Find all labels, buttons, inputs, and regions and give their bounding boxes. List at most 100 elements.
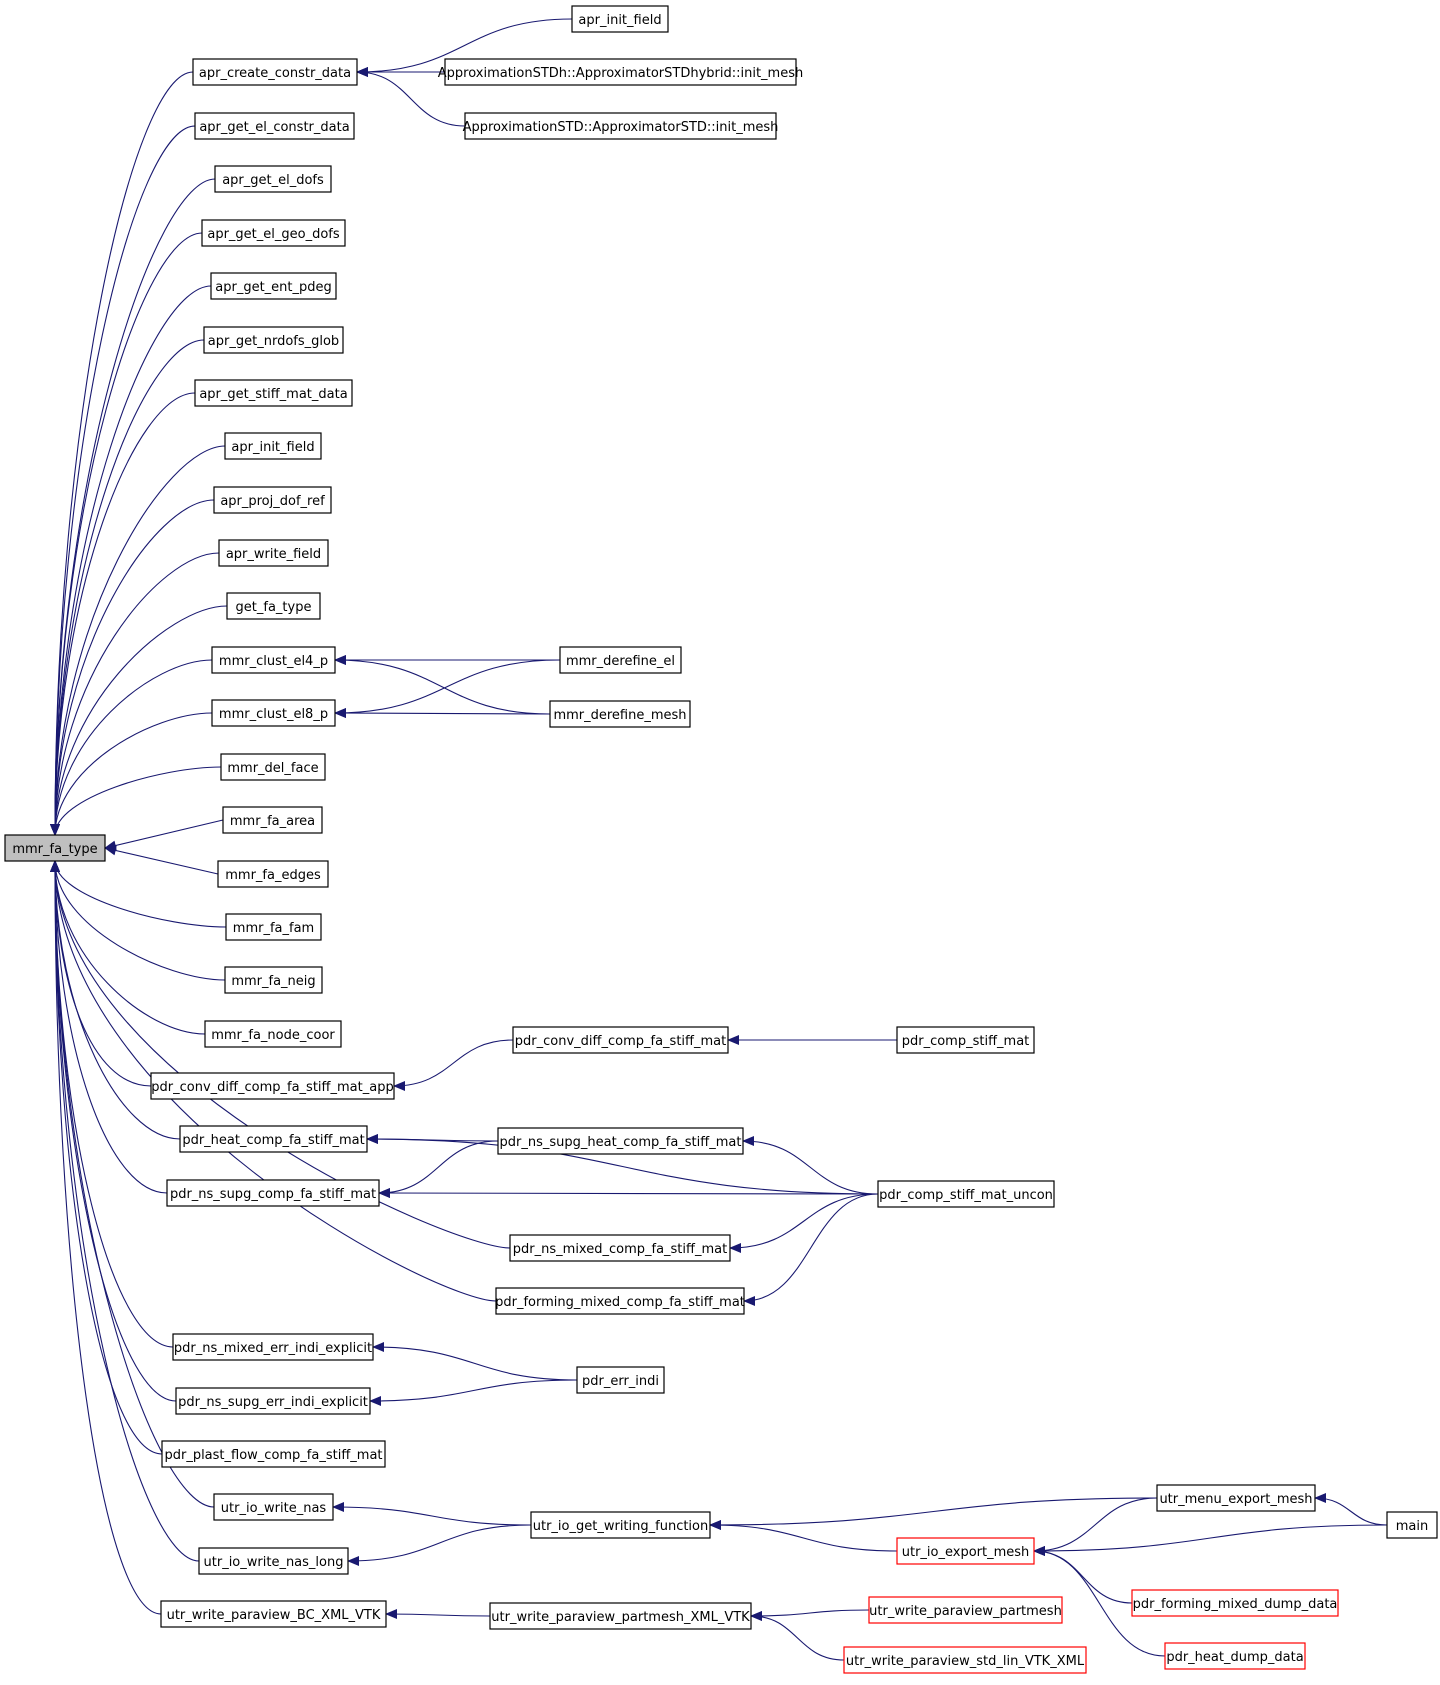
node-label: pdr_conv_diff_comp_fa_stiff_mat_app bbox=[151, 1080, 393, 1095]
node-mmr-fa-area[interactable]: mmr_fa_area bbox=[222, 806, 323, 834]
node-pdr-conv-diff-comp-fa-stiff-mat-app[interactable]: pdr_conv_diff_comp_fa_stiff_mat_app bbox=[150, 1072, 395, 1100]
node-pdr-conv-diff-comp-fa-stiff-mat[interactable]: pdr_conv_diff_comp_fa_stiff_mat bbox=[512, 1026, 729, 1054]
node-label: mmr_fa_type bbox=[12, 842, 97, 857]
node-box bbox=[896, 1026, 1035, 1054]
node-apr-init-field[interactable]: apr_init_field bbox=[224, 432, 322, 460]
node-utr-write-paraview-partmesh[interactable]: utr_write_paraview_partmesh bbox=[868, 1596, 1063, 1624]
edge-pdr-err-indi-to-pdr-ns-supg-err-indi-explicit bbox=[369, 1379, 578, 1406]
node-utr-io-export-mesh[interactable]: utr_io_export_mesh bbox=[896, 1537, 1035, 1565]
node-box bbox=[217, 860, 329, 888]
edge-utr-io-write-nas-long-to-mmr-fa-type bbox=[50, 860, 200, 1562]
node-box bbox=[1164, 1642, 1306, 1670]
node-approxstdh-init-mesh[interactable]: ApproximationSTDh::ApproximatorSTDhybrid… bbox=[438, 58, 803, 86]
node-apr-get-el-geo-dofs[interactable]: apr_get_el_geo_dofs bbox=[201, 219, 346, 247]
node-label: apr_get_ent_pdeg bbox=[215, 280, 332, 295]
edge-utr-io-get-writing-function-to-utr-io-write-nas bbox=[332, 1502, 532, 1526]
edge-mmr-fa-edges-to-mmr-fa-type bbox=[104, 845, 219, 875]
node-utr-write-paraview-std-lin-vtk-xml[interactable]: utr_write_paraview_std_lin_VTK_XML bbox=[843, 1646, 1087, 1674]
node-box bbox=[512, 1026, 729, 1054]
node-box bbox=[198, 1547, 349, 1575]
node-mmr-fa-fam[interactable]: mmr_fa_fam bbox=[225, 913, 322, 941]
node-pdr-heat-dump-data[interactable]: pdr_heat_dump_data bbox=[1164, 1642, 1306, 1670]
edge-mmr-fa-fam-to-mmr-fa-type bbox=[50, 860, 227, 928]
edge-utr-write-paraview-partmesh-xml-vtk-to-utr-write-paraview-bc-xml-vtk bbox=[385, 1609, 491, 1620]
node-label: pdr_err_indi bbox=[582, 1374, 659, 1389]
node-apr-get-stiff-mat-data[interactable]: apr_get_stiff_mat_data bbox=[194, 379, 353, 407]
node-box bbox=[214, 165, 332, 193]
node-pdr-ns-mixed-err-indi-explicit[interactable]: pdr_ns_mixed_err_indi_explicit bbox=[172, 1333, 374, 1361]
edge-utr-io-export-mesh-to-utr-io-get-writing-function bbox=[709, 1520, 898, 1552]
node-utr-io-write-nas[interactable]: utr_io_write_nas bbox=[213, 1493, 334, 1521]
node-utr-menu-export-mesh[interactable]: utr_menu_export_mesh bbox=[1156, 1484, 1316, 1512]
edge-mmr-derefine-mesh-to-mmr-clust-el4-p bbox=[334, 655, 551, 715]
node-mmr-fa-node-coor[interactable]: mmr_fa_node_coor bbox=[204, 1020, 342, 1048]
node-utr-io-get-writing-function[interactable]: utr_io_get_writing_function bbox=[530, 1511, 711, 1539]
node-utr-write-paraview-partmesh-xml-vtk[interactable]: utr_write_paraview_partmesh_XML_VTK bbox=[489, 1602, 752, 1630]
edge-pdr-comp-stiff-mat-uncon-to-pdr-heat-comp-fa-stiff-mat bbox=[366, 1134, 879, 1195]
node-apr-write-field[interactable]: apr_write_field bbox=[218, 539, 329, 567]
node-apr-get-el-constr-data[interactable]: apr_get_el_constr_data bbox=[194, 112, 355, 140]
node-box bbox=[1131, 1589, 1339, 1617]
node-box bbox=[489, 1602, 752, 1630]
node-box bbox=[179, 1125, 368, 1153]
edge-pdr-plast-flow-comp-fa-stiff-mat-to-mmr-fa-type bbox=[50, 860, 163, 1455]
node-utr-io-write-nas-long[interactable]: utr_io_write_nas_long bbox=[198, 1547, 349, 1575]
node-mmr-fa-neig[interactable]: mmr_fa_neig bbox=[224, 966, 323, 994]
edge-apr-get-el-dofs-to-mmr-fa-type bbox=[50, 178, 216, 836]
node-pdr-ns-supg-comp-fa-stiff-mat[interactable]: pdr_ns_supg_comp_fa_stiff_mat bbox=[166, 1179, 380, 1207]
node-pdr-heat-comp-fa-stiff-mat[interactable]: pdr_heat_comp_fa_stiff_mat bbox=[179, 1125, 368, 1153]
node-pdr-forming-mixed-comp-fa-stiff-mat[interactable]: pdr_forming_mixed_comp_fa_stiff_mat bbox=[495, 1287, 745, 1315]
node-box bbox=[211, 699, 336, 727]
edge-pdr-comp-stiff-mat-uncon-to-pdr-ns-mixed-comp-fa-stiff-mat bbox=[729, 1193, 879, 1253]
edge-utr-io-write-nas-to-mmr-fa-type bbox=[50, 860, 215, 1508]
node-label: pdr_ns_supg_comp_fa_stiff_mat bbox=[170, 1187, 376, 1202]
node-utr-write-paraview-bc-xml-vtk[interactable]: utr_write_paraview_BC_XML_VTK bbox=[160, 1600, 387, 1628]
node-pdr-ns-mixed-comp-fa-stiff-mat[interactable]: pdr_ns_mixed_comp_fa_stiff_mat bbox=[509, 1234, 731, 1262]
node-label: utr_write_paraview_std_lin_VTK_XML bbox=[846, 1654, 1085, 1669]
node-mmr-clust-el8-p[interactable]: mmr_clust_el8_p bbox=[211, 699, 336, 727]
node-mmr-del-face[interactable]: mmr_del_face bbox=[220, 753, 326, 781]
node-label: pdr_forming_mixed_comp_fa_stiff_mat bbox=[495, 1295, 745, 1310]
node-box bbox=[224, 432, 322, 460]
node-pdr-err-indi[interactable]: pdr_err_indi bbox=[576, 1366, 665, 1394]
node-get-fa-type[interactable]: get_fa_type bbox=[226, 592, 321, 620]
edge-pdr-comp-stiff-mat-uncon-to-pdr-ns-supg-heat-comp-fa-stiff-mat bbox=[742, 1136, 879, 1195]
edge-utr-write-paraview-std-lin-vtk-xml-to-utr-write-paraview-partmesh-xml-vtk bbox=[750, 1611, 845, 1661]
node-label: mmr_clust_el4_p bbox=[219, 654, 328, 669]
node-approxstd-init-mesh[interactable]: ApproximationSTD::ApproximatorSTD::init_… bbox=[463, 112, 779, 140]
node-mmr-clust-el4-p[interactable]: mmr_clust_el4_p bbox=[211, 646, 336, 674]
node-apr-get-ent-pdeg[interactable]: apr_get_ent_pdeg bbox=[210, 272, 337, 300]
edge-apr-get-nrdofs-glob-to-mmr-fa-type bbox=[50, 339, 205, 836]
node-box bbox=[495, 1287, 745, 1315]
nodes-layer: mmr_fa_type apr_create_constr_data apr_get… bbox=[4, 5, 1438, 1674]
edge-apr-write-field-to-mmr-fa-type bbox=[50, 552, 220, 836]
node-pdr-forming-mixed-dump-data[interactable]: pdr_forming_mixed_dump_data bbox=[1131, 1589, 1339, 1617]
node-pdr-plast-flow-comp-fa-stiff-mat[interactable]: pdr_plast_flow_comp_fa_stiff_mat bbox=[161, 1440, 386, 1468]
node-pdr-comp-stiff-mat-uncon[interactable]: pdr_comp_stiff_mat_uncon bbox=[877, 1180, 1055, 1208]
node-pdr-ns-supg-heat-comp-fa-stiff-mat[interactable]: pdr_ns_supg_heat_comp_fa_stiff_mat bbox=[497, 1127, 744, 1155]
node-mmr-fa-edges[interactable]: mmr_fa_edges bbox=[217, 860, 329, 888]
edge-apr-init-field-to-mmr-fa-type bbox=[50, 445, 226, 836]
edge-main-to-utr-menu-export-mesh bbox=[1314, 1493, 1388, 1526]
node-mmr-derefine-mesh[interactable]: mmr_derefine_mesh bbox=[549, 700, 691, 728]
node-apr-proj-dof-ref[interactable]: apr_proj_dof_ref bbox=[213, 486, 332, 514]
edge-utr-menu-export-mesh-to-utr-io-export-mesh bbox=[1033, 1497, 1158, 1556]
node-apr-create-constr-data[interactable]: apr_create_constr_data bbox=[192, 58, 358, 86]
node-mmr-derefine-el[interactable]: mmr_derefine_el bbox=[559, 646, 682, 674]
node-box bbox=[211, 646, 336, 674]
node-main[interactable]: main bbox=[1386, 1511, 1438, 1539]
node-label: pdr_heat_dump_data bbox=[1166, 1650, 1303, 1665]
node-apr-get-el-dofs[interactable]: apr_get_el_dofs bbox=[214, 165, 332, 193]
node-label: main bbox=[1396, 1519, 1428, 1534]
edge-pdr-heat-comp-fa-stiff-mat-to-mmr-fa-type bbox=[50, 860, 181, 1140]
node-label: mmr_clust_el8_p bbox=[219, 707, 328, 722]
node-label: apr_get_el_constr_data bbox=[199, 120, 349, 135]
node-pdr-ns-supg-err-indi-explicit[interactable]: pdr_ns_supg_err_indi_explicit bbox=[175, 1387, 371, 1415]
node-apr-init-field-2[interactable]: apr_init_field bbox=[571, 5, 669, 33]
node-label: mmr_fa_edges bbox=[225, 868, 321, 883]
node-apr-get-nrdofs-glob[interactable]: apr_get_nrdofs_glob bbox=[203, 326, 344, 354]
node-box bbox=[497, 1127, 744, 1155]
node-box bbox=[571, 5, 669, 33]
node-pdr-comp-stiff-mat[interactable]: pdr_comp_stiff_mat bbox=[896, 1026, 1035, 1054]
